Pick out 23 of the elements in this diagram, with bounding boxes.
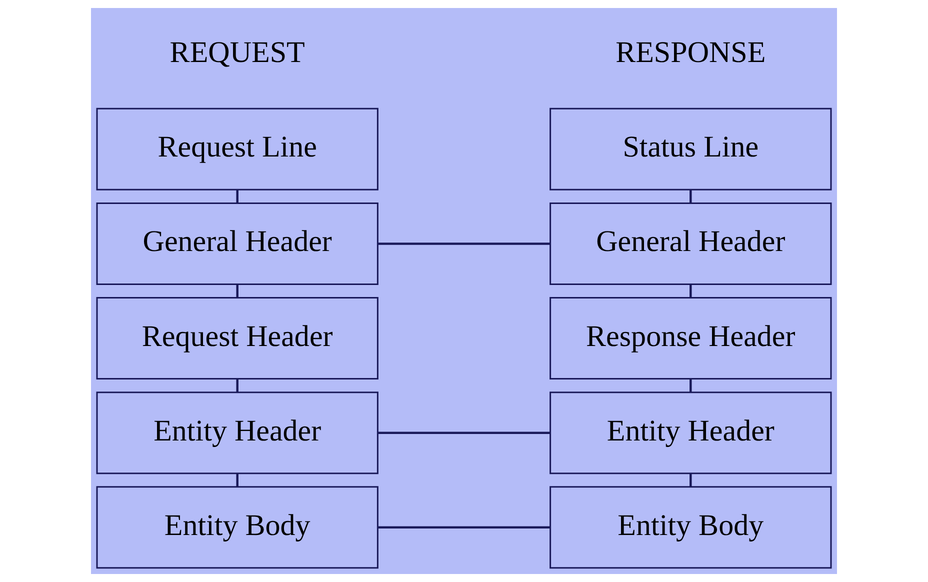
connector xyxy=(236,284,238,298)
node-box: Response Header xyxy=(550,297,832,380)
node-box: General Header xyxy=(96,202,378,285)
node-box: Status Line xyxy=(550,108,832,190)
node-box: Entity Body xyxy=(550,486,832,569)
connector xyxy=(236,474,238,487)
connector xyxy=(378,526,550,529)
connector xyxy=(690,284,692,298)
connector xyxy=(236,379,238,392)
label: REQUEST xyxy=(170,36,305,70)
node-box: Request Header xyxy=(96,297,378,380)
node-box: Entity Header xyxy=(96,392,378,474)
connector xyxy=(690,190,692,203)
connector xyxy=(236,190,238,203)
node-box: Entity Body xyxy=(96,486,378,569)
connector xyxy=(378,432,550,434)
connector xyxy=(690,379,692,392)
node-box: Entity Header xyxy=(550,392,832,474)
label: RESPONSE xyxy=(616,36,766,70)
node-box: General Header xyxy=(550,202,832,285)
connector xyxy=(690,474,692,487)
node-box: Request Line xyxy=(96,108,378,190)
connector xyxy=(378,242,550,245)
